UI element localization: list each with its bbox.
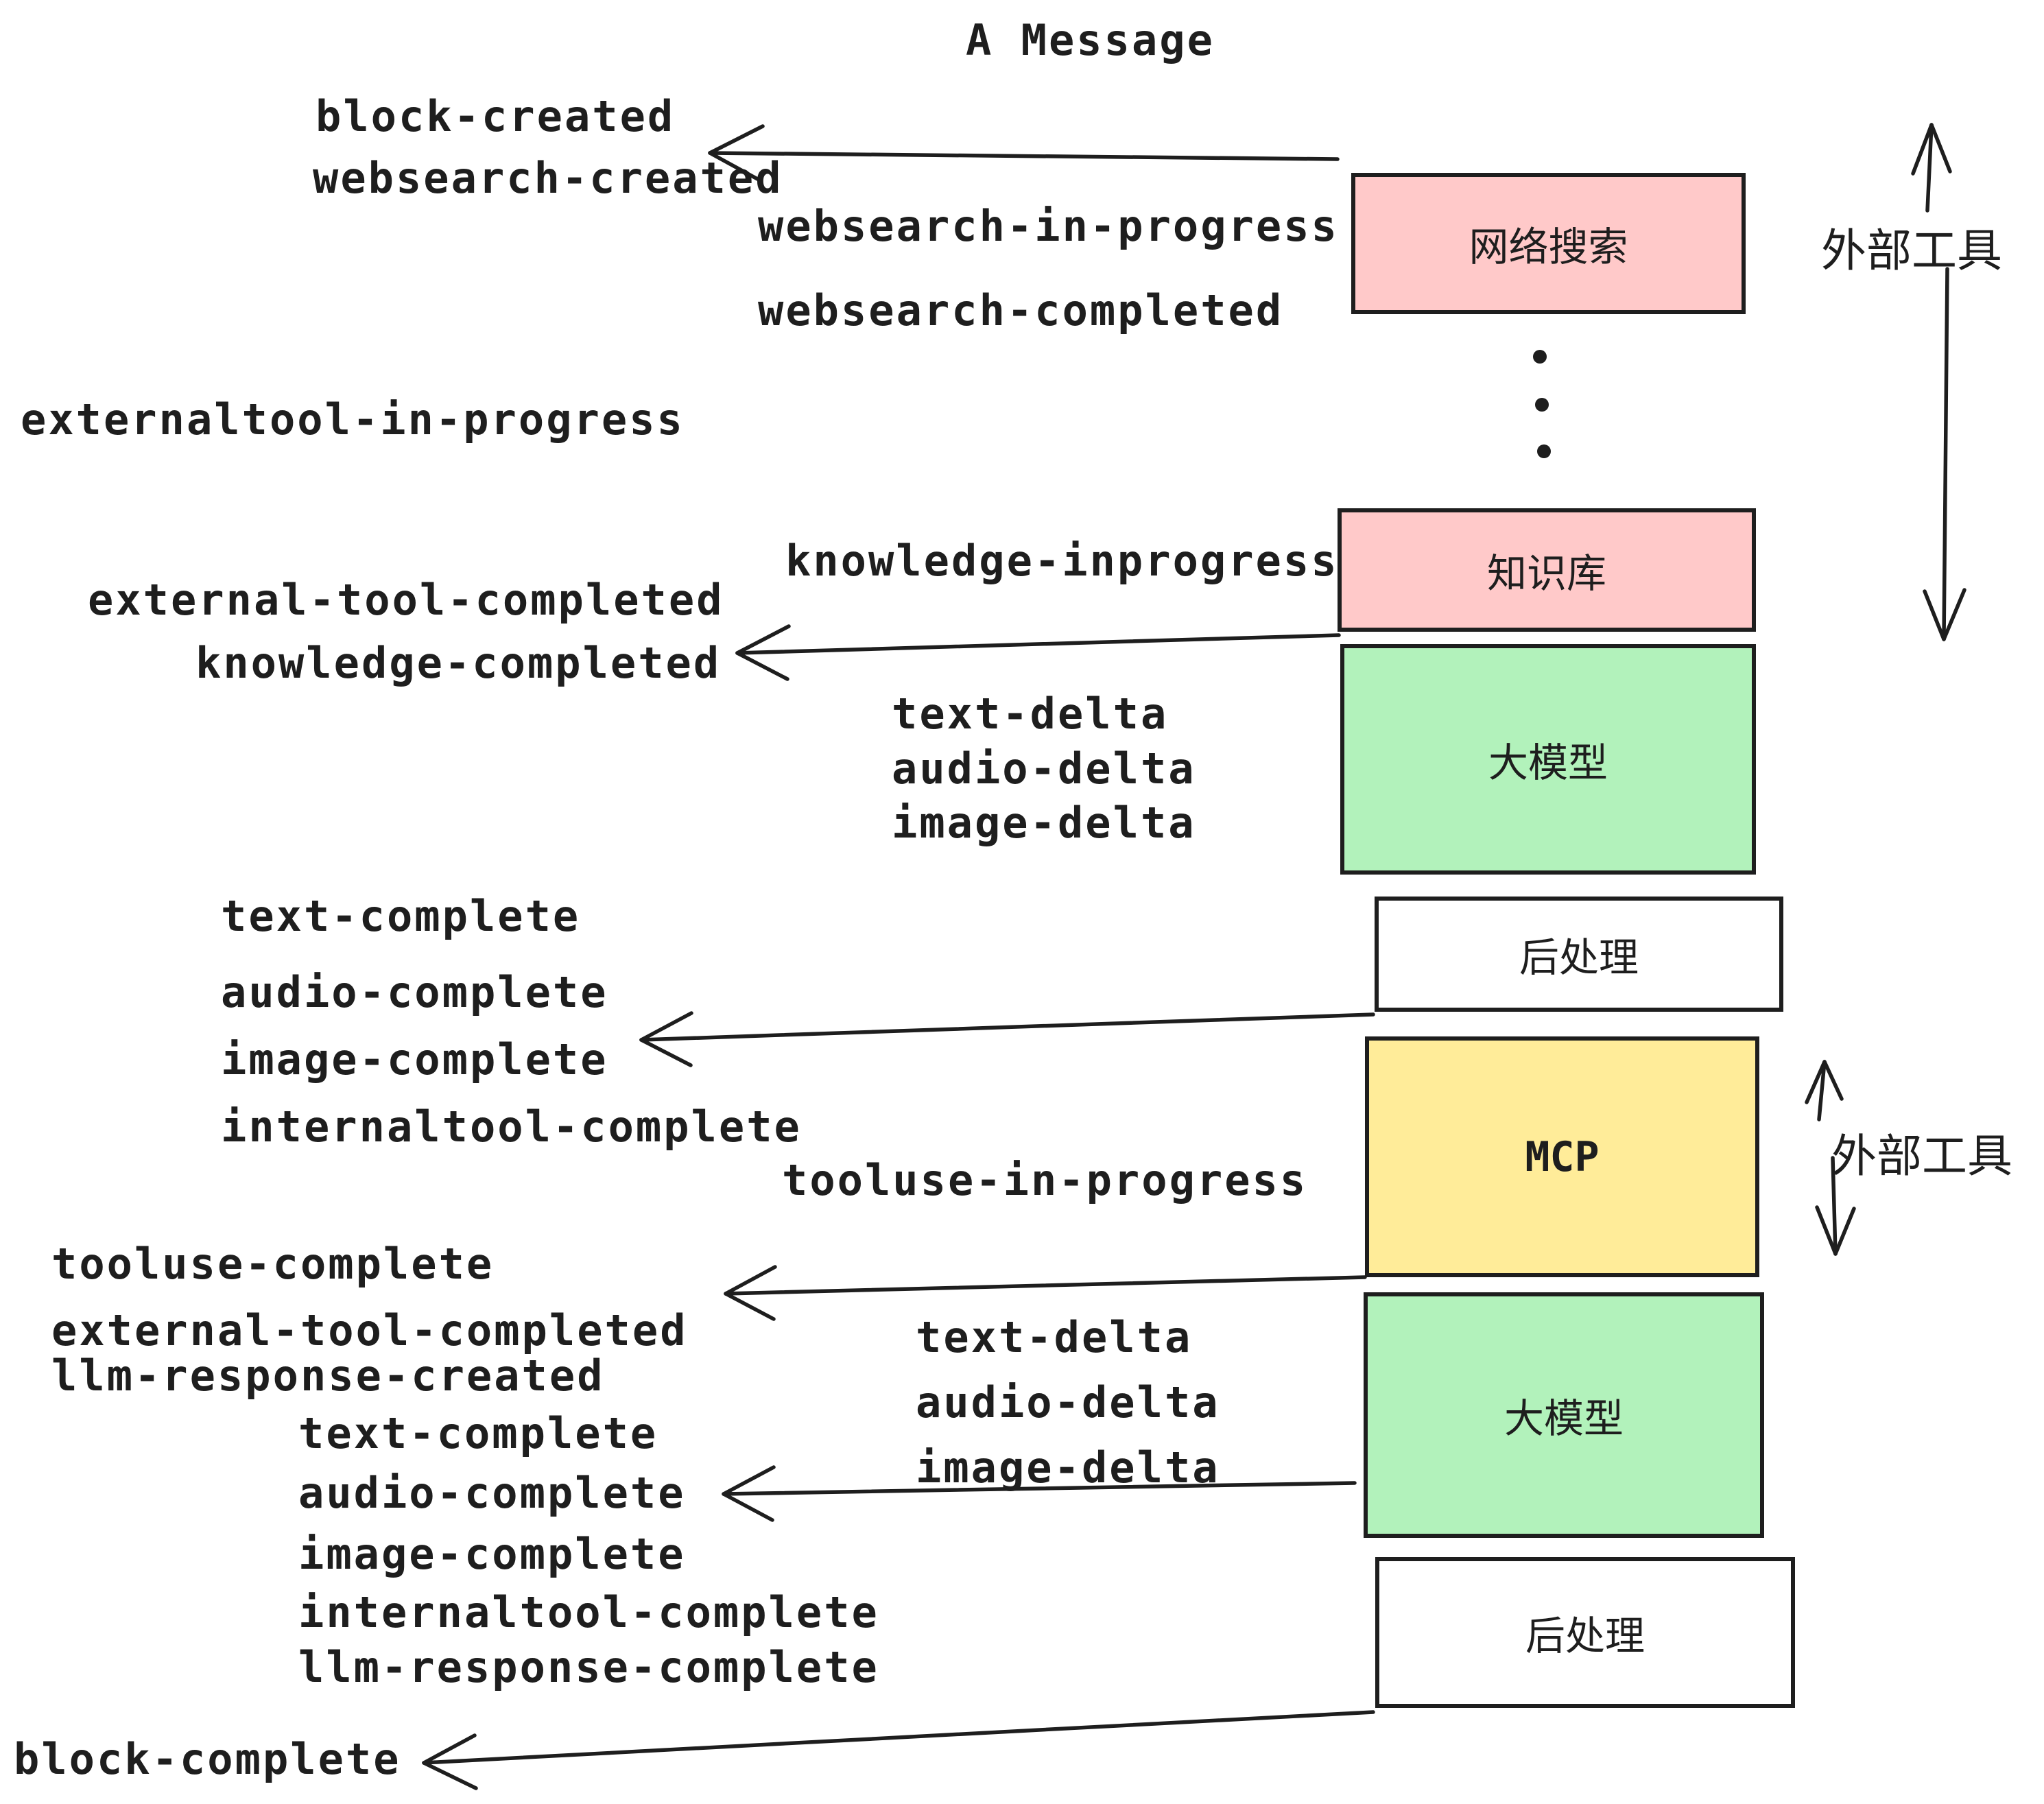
- event-audio-delta-2: audio-delta: [916, 1377, 1220, 1427]
- event-text-complete-2: text-complete: [298, 1408, 658, 1458]
- external-tools-top-up-arrow: [1911, 123, 1952, 213]
- box-websearch: 网络搜索: [1351, 173, 1746, 314]
- box-llm-bottom: 大模型: [1364, 1292, 1764, 1538]
- box-post-top: 后处理: [1375, 897, 1783, 1012]
- event-knowledge-inprogress: knowledge-inprogress: [785, 536, 1339, 586]
- event-image-complete-2: image-complete: [298, 1529, 686, 1579]
- external-tools-label-top: 外部工具: [1821, 224, 2002, 277]
- arrow-to-image-complete: [639, 1011, 1375, 1067]
- event-image-delta-1: image-delta: [892, 798, 1196, 848]
- event-text-delta-1: text-delta: [892, 689, 1169, 739]
- box-knowledge: 知识库: [1338, 508, 1756, 632]
- external-tools-label-bottom: 外部工具: [1831, 1130, 2012, 1183]
- event-tooluse-in-progress: tooluse-in-progress: [782, 1155, 1308, 1205]
- event-image-complete-1: image-complete: [221, 1034, 608, 1084]
- event-external-tool-completed-1: external-tool-completed: [88, 575, 724, 625]
- event-audio-complete-1: audio-complete: [221, 967, 608, 1017]
- arrow-to-block-created: [708, 124, 1340, 182]
- box-llm-top: 大模型: [1340, 644, 1756, 875]
- event-tooluse-complete: tooluse-complete: [51, 1239, 495, 1289]
- event-llm-response-created: llm-response-created: [51, 1351, 605, 1401]
- event-external-tool-completed-2: external-tool-completed: [51, 1305, 688, 1355]
- box-mcp: MCP: [1365, 1036, 1759, 1277]
- event-block-created: block-created: [316, 91, 676, 141]
- diagram-title: A Message: [966, 15, 1215, 65]
- ellipsis-dots-icon: [1533, 350, 1551, 458]
- arrow-to-block-complete: [422, 1710, 1375, 1790]
- event-knowledge-completed: knowledge-completed: [195, 638, 722, 688]
- event-text-delta-2: text-delta: [916, 1312, 1193, 1362]
- external-tools-top-down-arrow: [1923, 267, 1966, 641]
- event-audio-delta-1: audio-delta: [892, 744, 1196, 794]
- event-internaltool-complete-1: internaltool-complete: [221, 1102, 802, 1152]
- box-post-bottom: 后处理: [1375, 1557, 1795, 1708]
- event-block-complete: block-complete: [14, 1734, 401, 1784]
- arrow-to-tooluse-complete: [724, 1265, 1367, 1321]
- event-audio-complete-2: audio-complete: [298, 1468, 686, 1518]
- event-llm-response-complete: llm-response-complete: [298, 1642, 879, 1692]
- event-externaltool-in-progress: externaltool-in-progress: [21, 394, 685, 444]
- arrow-to-knowledge-completed: [735, 624, 1341, 681]
- external-tools-bottom-up-arrow: [1805, 1060, 1844, 1121]
- event-text-complete-1: text-complete: [221, 891, 581, 941]
- event-websearch-in-progress: websearch-in-progress: [758, 201, 1339, 251]
- event-websearch-created: websearch-created: [313, 153, 783, 203]
- event-image-delta-2: image-delta: [916, 1443, 1220, 1493]
- event-websearch-completed: websearch-completed: [758, 285, 1284, 335]
- event-internaltool-complete-2: internaltool-complete: [298, 1587, 879, 1637]
